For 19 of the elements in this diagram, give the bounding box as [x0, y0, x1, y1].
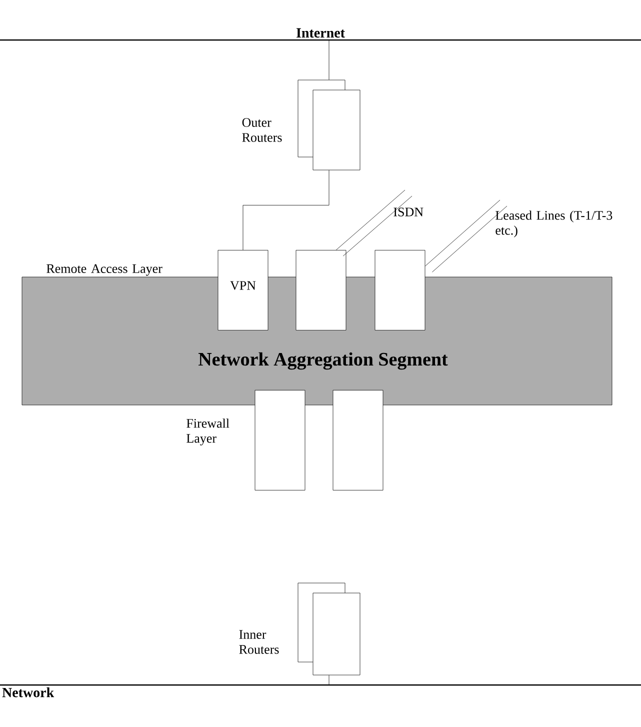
- connector-line: [242, 170, 330, 250]
- layer-label: Firewall Layer: [186, 418, 230, 446]
- device-box: [254, 390, 306, 490]
- router-stack: [298, 80, 360, 170]
- connector-line: [328, 675, 330, 685]
- router-stack: [298, 582, 360, 676]
- connector-line: [328, 40, 330, 80]
- node-caption: Outer Routers: [242, 118, 282, 142]
- device-box: [332, 390, 384, 490]
- network-line: Network: [0, 684, 641, 698]
- network-line: Internet: [0, 28, 641, 41]
- device-box: [374, 250, 426, 330]
- line-pair: [336, 190, 412, 256]
- edge-label: Leased Lines (T-1/T-3 etc.): [496, 210, 612, 238]
- edge-label: ISDN: [394, 208, 424, 216]
- node-caption: Inner Routers: [239, 630, 279, 654]
- device-box: [296, 250, 346, 330]
- line-pair: [425, 200, 508, 272]
- device-box: VPN: [218, 250, 268, 330]
